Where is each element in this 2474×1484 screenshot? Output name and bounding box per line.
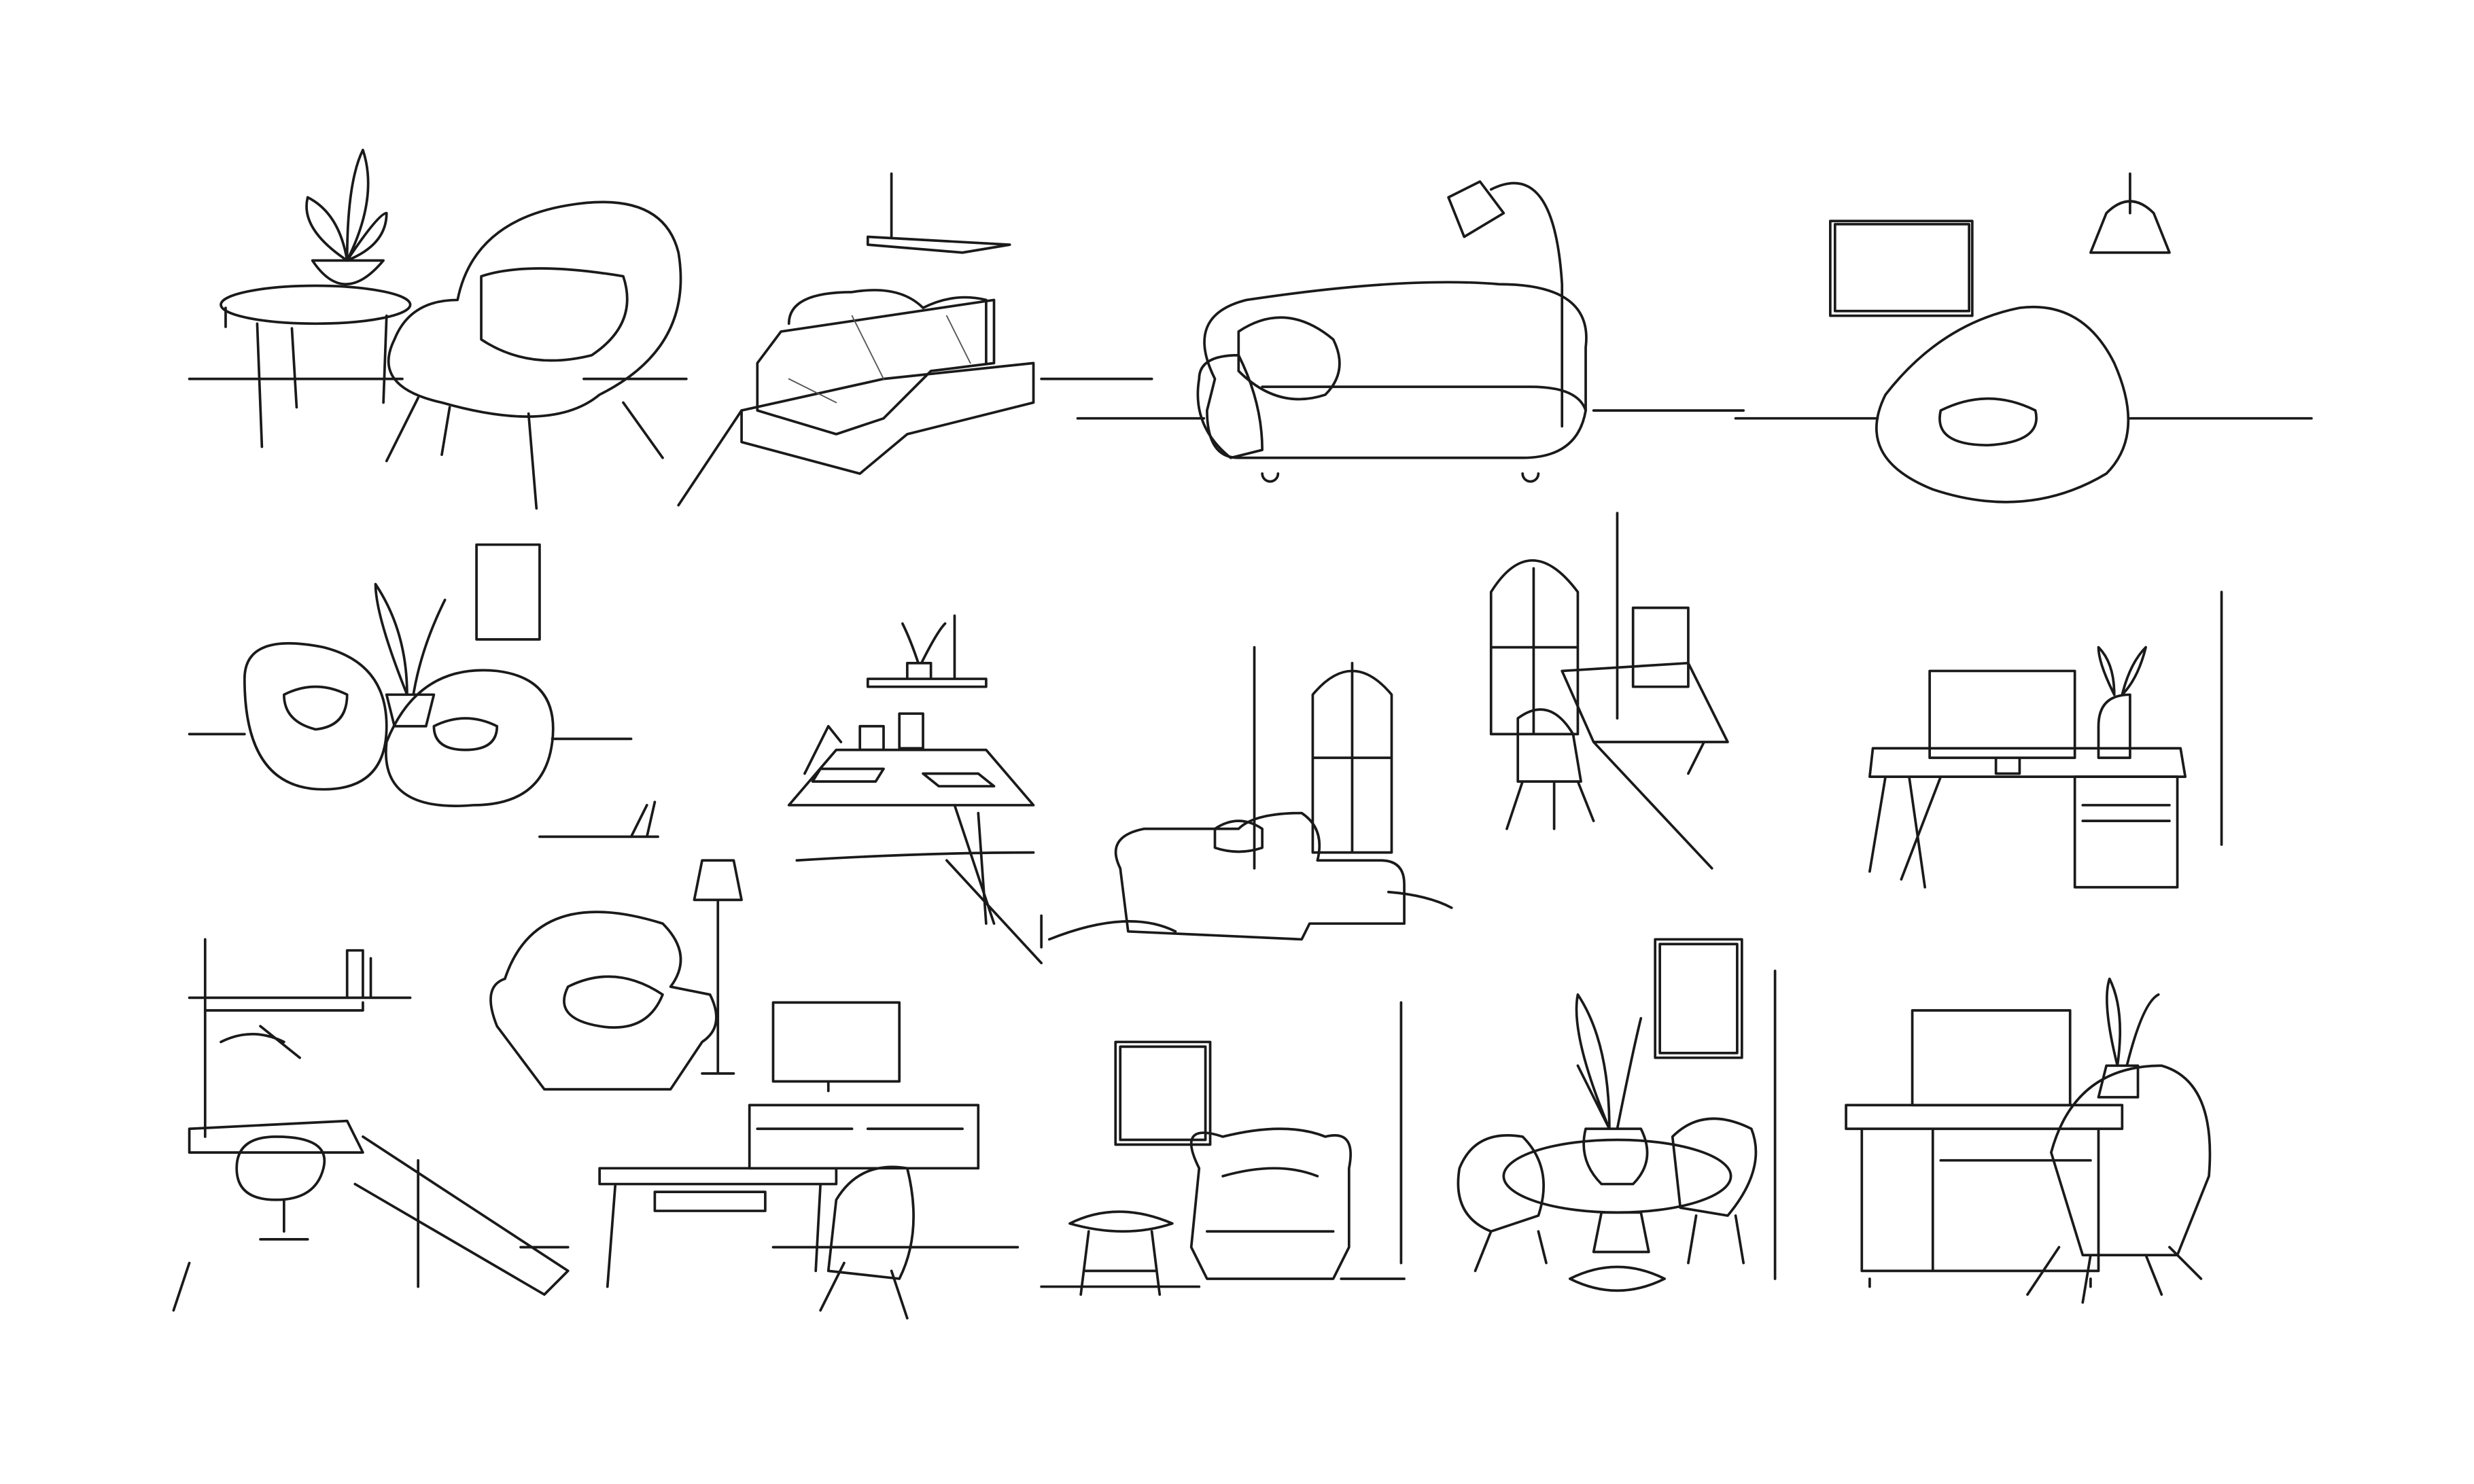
scene-computer-desk	[1489, 512, 1729, 870]
scene-armchair-picture	[1040, 1001, 1406, 1296]
scene-corner-sofa	[677, 172, 1153, 507]
scene-sofa-floor-lamp	[1076, 180, 1745, 483]
scene-corner-sofa-window	[1040, 646, 1453, 949]
scene-tv-stand	[1845, 977, 2212, 1304]
scene-bean-bag	[1734, 172, 2313, 504]
scene-workspace-armchair	[172, 859, 1020, 1320]
scene-two-bean-bags	[188, 543, 659, 838]
scene-armchair-side-table	[188, 148, 688, 510]
scene-desk-monitor	[1868, 590, 2223, 889]
scene-desk-shelf	[787, 614, 1043, 965]
scene-dining-table	[1457, 938, 1777, 1292]
